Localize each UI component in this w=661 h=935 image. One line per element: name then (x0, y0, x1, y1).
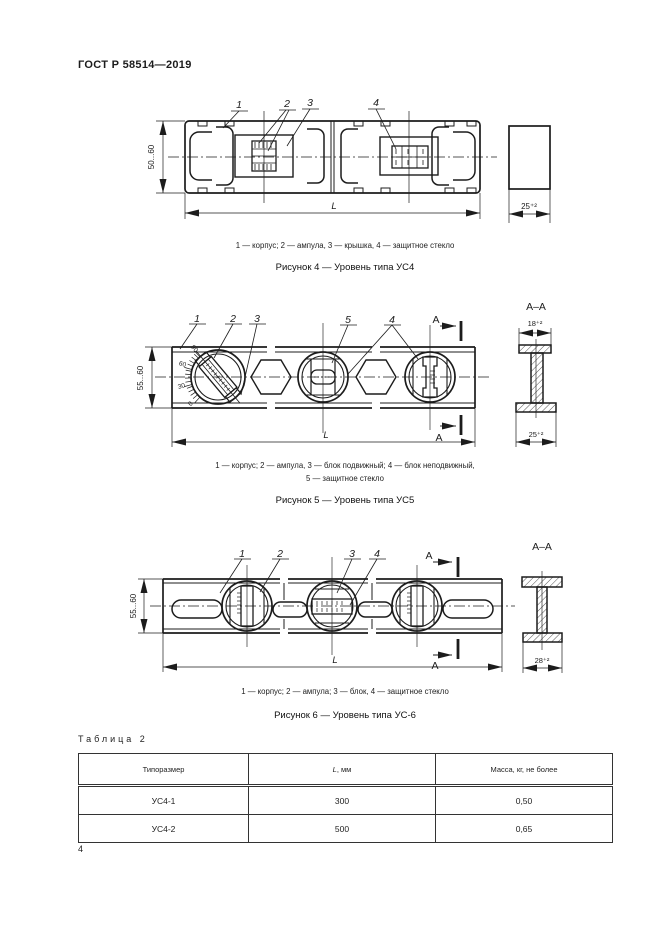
fig5-scale-30: 30 (177, 382, 186, 391)
fig6-callout-3: 3 (349, 548, 355, 560)
col-header-typesize: Типоразмер (78, 753, 249, 787)
fig5-legend: 1 — корпус; 2 — ампула, 3 — блок подвижн… (78, 460, 612, 485)
cell-length: 500 (248, 814, 436, 843)
fig4-callout-1: 1 (236, 99, 242, 111)
fig5-length-dimension: L (323, 430, 328, 441)
fig6-callout-2: 2 (276, 548, 283, 560)
fig6-callout-1: 1 (239, 548, 245, 560)
fig4-length-dimension: L (331, 201, 336, 212)
fig5-callout-3: 3 (254, 313, 260, 325)
fig4-title: Рисунок 4 — Уровень типа УС4 (275, 262, 415, 273)
fig5-scale-90: 90 (189, 344, 199, 354)
cell-mass: 0,50 (435, 785, 613, 815)
fig5-section-letter-bottom: А (435, 432, 442, 444)
fig5-scale-60: 60 (178, 360, 187, 369)
fig5-title: Рисунок 5 — Уровень типа УС5 (275, 495, 415, 506)
size-mass-table: Типоразмер L, мм Масса, кг, не более УС4… (78, 753, 613, 843)
fig5-legend-line2: 5 — защитное стекло (305, 473, 385, 483)
figure5-drawing: 1 2 3 5 4 0 30 60 90 А А 55...60 L А–А 1… (136, 301, 557, 447)
figure6-drawing: 1 2 3 4 А А 55...60 L А–А 28⁺² (129, 541, 563, 673)
fig4-legend: 1 — корпус; 2 — ампула, 3 — крышка, 4 — … (235, 241, 455, 250)
table-row: УС4-2 500 0,65 (78, 814, 613, 843)
fig5-callout-1: 1 (194, 313, 200, 325)
fig5-bottom-dimension: 25⁺² (529, 430, 544, 439)
fig6-title: Рисунок 6 — Уровень типа УС-6 (274, 710, 416, 721)
cell-typesize: УС4-1 (78, 785, 249, 815)
fig6-length-dimension: L (332, 655, 337, 666)
cell-typesize: УС4-2 (78, 814, 249, 843)
fig6-callout-4: 4 (374, 548, 380, 560)
fig4-width-dimension: 25⁺² (521, 202, 537, 211)
fig6-section-letter-top: А (425, 550, 432, 562)
fig4-callout-3: 3 (307, 97, 313, 109)
page-number: 4 (78, 844, 84, 854)
fig5-top-dimension: 18⁺² (528, 319, 543, 328)
fig5-callout-2: 2 (229, 313, 236, 325)
fig5-legend-line1: 1 — корпус; 2 — ампула, 3 — блок подвижн… (215, 461, 475, 470)
fig6-legend: 1 — корпус; 2 — ампула; 3 — блок, 4 — за… (241, 687, 449, 696)
figure4-drawing: 1 2 3 4 50...60 L 25⁺² (147, 97, 551, 223)
col-header-mass: Масса, кг, не более (435, 753, 613, 787)
fig6-bottom-dimension: 28⁺² (535, 656, 550, 665)
fig5-section-title: А–А (526, 301, 546, 313)
fig6-height-dimension: 55...60 (129, 593, 138, 618)
fig5-callout-5: 5 (345, 314, 351, 326)
fig5-height-dimension: 55...60 (136, 365, 145, 390)
fig6-section-letter-bottom: А (431, 660, 438, 672)
col-header-length: L, мм (248, 753, 436, 787)
fig5-section-letter-top: А (432, 314, 439, 326)
table-row: УС4-1 300 0,50 (78, 785, 613, 815)
cell-length: 300 (248, 785, 436, 815)
fig5-callout-4: 4 (389, 314, 395, 326)
table-header-row: Типоразмер L, мм Масса, кг, не более (78, 753, 613, 787)
standard-number-header: ГОСТ Р 58514—2019 (78, 59, 192, 71)
fig6-section-title: А–А (532, 541, 552, 553)
fig4-callout-2: 2 (283, 98, 290, 110)
fig4-height-dimension: 50...60 (147, 144, 156, 169)
table-label: Таблица 2 (78, 734, 148, 744)
fig5-scale-0: 0 (187, 400, 195, 408)
fig4-callout-4: 4 (373, 97, 379, 109)
cell-mass: 0,65 (435, 814, 613, 843)
